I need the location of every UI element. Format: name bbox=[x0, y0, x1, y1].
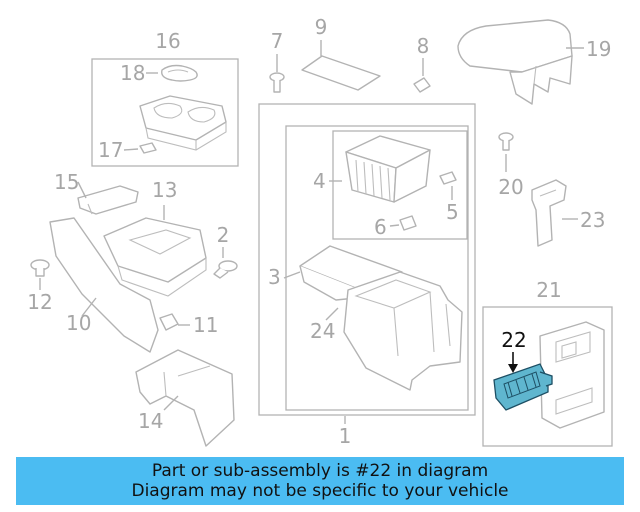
leader-15 bbox=[77, 181, 87, 199]
callout-11[interactable]: 11 bbox=[193, 313, 218, 337]
leader-24 bbox=[325, 307, 339, 321]
part-4-storage-bin[interactable] bbox=[345, 135, 431, 203]
leader-6 bbox=[389, 224, 400, 227]
part-17-clip[interactable] bbox=[139, 142, 157, 154]
leader-14 bbox=[163, 395, 179, 411]
part-3-console-body[interactable] bbox=[299, 245, 463, 391]
callout-12[interactable]: 12 bbox=[27, 290, 52, 314]
part-9-mat[interactable] bbox=[301, 55, 381, 91]
callout-9[interactable]: 9 bbox=[315, 15, 328, 39]
part-21-rear-panel[interactable] bbox=[539, 321, 605, 429]
callout-4[interactable]: 4 bbox=[313, 169, 326, 193]
callout-15[interactable]: 15 bbox=[54, 170, 79, 194]
part-11-clip[interactable] bbox=[159, 313, 179, 331]
callout-19[interactable]: 19 bbox=[586, 37, 611, 61]
part-14-duct[interactable] bbox=[135, 349, 235, 447]
part-16-cup-holder[interactable] bbox=[139, 95, 227, 151]
group-box-16 bbox=[91, 58, 239, 167]
group-box-1-inner bbox=[285, 125, 469, 411]
part-13-bracket[interactable] bbox=[103, 217, 207, 297]
info-banner: Part or sub-assembly is #22 in diagram D… bbox=[16, 457, 624, 505]
leader-22-arrowhead bbox=[508, 364, 518, 373]
callout-7[interactable]: 7 bbox=[271, 29, 284, 53]
part-19-armrest-lid[interactable] bbox=[457, 19, 573, 105]
part-10-side-panel[interactable] bbox=[49, 217, 159, 353]
group-box-21 bbox=[482, 306, 613, 447]
callout-2[interactable]: 2 bbox=[217, 223, 230, 247]
leader-3 bbox=[283, 271, 301, 279]
callout-13[interactable]: 13 bbox=[152, 178, 177, 202]
part-18-cup-insert[interactable] bbox=[161, 64, 198, 82]
callout-22[interactable]: 22 bbox=[501, 328, 526, 352]
group-box-1 bbox=[258, 103, 476, 416]
callout-20[interactable]: 20 bbox=[498, 175, 523, 199]
callout-3[interactable]: 3 bbox=[268, 265, 281, 289]
leader-10 bbox=[81, 297, 97, 317]
part-22-air-vent[interactable] bbox=[493, 363, 553, 411]
part-20-screw[interactable] bbox=[498, 132, 514, 151]
callout-24[interactable]: 24 bbox=[310, 319, 335, 343]
banner-line-1: Part or sub-assembly is #22 in diagram bbox=[151, 461, 489, 481]
part-12-screw[interactable] bbox=[30, 259, 50, 277]
callout-1[interactable]: 1 bbox=[339, 424, 352, 448]
part-2-screw[interactable] bbox=[213, 260, 238, 279]
callout-18[interactable]: 18 bbox=[120, 61, 145, 85]
part-23-vent-duct[interactable] bbox=[531, 179, 567, 247]
group-box-4 bbox=[332, 130, 468, 240]
part-7-screw[interactable] bbox=[269, 72, 285, 93]
callout-5[interactable]: 5 bbox=[446, 200, 459, 224]
part-8-clip[interactable] bbox=[413, 77, 431, 93]
callout-23[interactable]: 23 bbox=[580, 208, 605, 232]
leader-17 bbox=[123, 148, 139, 151]
part-15-bracket[interactable] bbox=[77, 185, 139, 215]
part-5-clip[interactable] bbox=[439, 171, 457, 185]
callout-14[interactable]: 14 bbox=[138, 409, 163, 433]
callout-6[interactable]: 6 bbox=[374, 215, 387, 239]
callout-8[interactable]: 8 bbox=[417, 34, 430, 58]
callout-21[interactable]: 21 bbox=[536, 278, 561, 302]
callout-17[interactable]: 17 bbox=[98, 138, 123, 162]
callout-16[interactable]: 16 bbox=[155, 29, 180, 53]
callout-10[interactable]: 10 bbox=[66, 311, 91, 335]
banner-line-2: Diagram may not be specific to your vehi… bbox=[131, 481, 509, 501]
part-6-clip[interactable] bbox=[399, 215, 417, 231]
